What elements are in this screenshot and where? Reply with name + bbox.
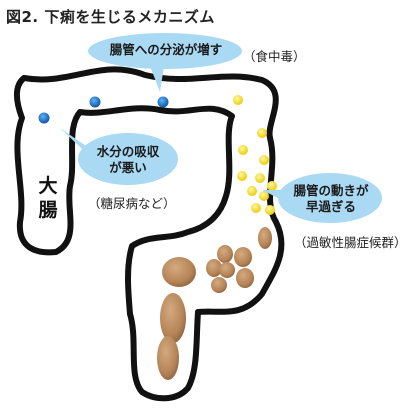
bubble-secretion-text: 腸管への分泌が増す (109, 42, 223, 57)
blue-dot (157, 96, 169, 108)
bubble-motility-line-1: 腸管の動きが (293, 183, 369, 198)
blue-dot (38, 112, 50, 124)
bubble-absorption-line-1: 水分の吸収 (96, 144, 160, 159)
bubble-absorption-text: 水分の吸収 が悪い (86, 144, 170, 175)
note-diabetes: （糖尿病など） (88, 196, 176, 211)
yellow-dots (233, 95, 277, 215)
figure-title: 図2. 下痢を生じるメカニズム (6, 8, 215, 26)
bubble-motility-line-2: 早過ぎる (305, 198, 356, 214)
note-ibs: （過敏性腸症候群） (294, 235, 400, 250)
bubble-absorption-line-2: が悪い (109, 159, 147, 175)
bubble-absorption (60, 128, 178, 185)
colon-outline (14, 66, 285, 402)
bubble-motility (262, 173, 382, 223)
blue-dot (89, 96, 101, 108)
stool-masses (157, 227, 272, 380)
large-intestine-label: 大 腸 (38, 175, 58, 221)
note-food-poisoning: （食中毒） (243, 49, 306, 64)
bubble-secretion (88, 33, 242, 92)
bubble-motility-text: 腸管の動きが 早過ぎる (286, 183, 376, 214)
